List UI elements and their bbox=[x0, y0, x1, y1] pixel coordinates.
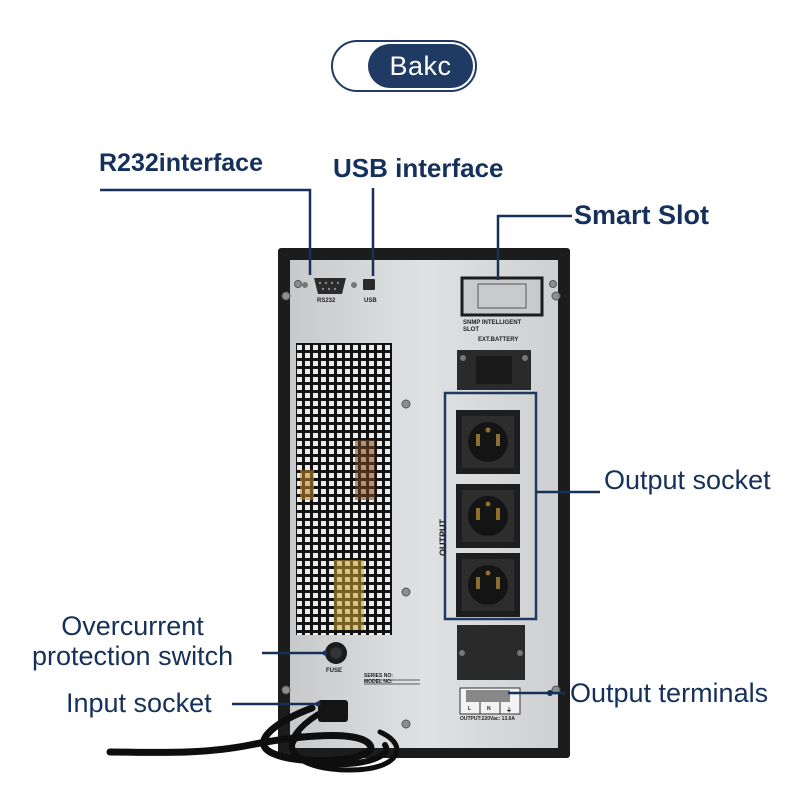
model-no-label: MODEL NO: bbox=[364, 679, 393, 685]
r232-interface-callout: R232interface bbox=[99, 149, 263, 177]
output-socket-2 bbox=[456, 484, 520, 548]
terminal-l-label: L bbox=[468, 706, 472, 712]
fuse-label: FUSE bbox=[326, 668, 343, 674]
output-socket-1 bbox=[456, 410, 520, 474]
terminal-cover bbox=[457, 625, 525, 680]
output-terminals-callout: Output terminals bbox=[570, 678, 769, 708]
terminal-n-label: N bbox=[487, 706, 491, 712]
output-socket-frame bbox=[443, 391, 538, 621]
callout-lines bbox=[100, 188, 600, 706]
output-socket-callout: Output socket bbox=[604, 465, 771, 495]
series-no-label: SERIES NO: bbox=[364, 673, 393, 679]
ext-battery-label: EXT.BATTERY bbox=[478, 337, 519, 343]
fuse-switch bbox=[325, 642, 347, 664]
terminal-ground-icon: ⏚ bbox=[506, 708, 513, 714]
output-socket-3 bbox=[456, 553, 520, 617]
rs232-port-label: RS232 bbox=[317, 298, 336, 304]
input-power-cable bbox=[106, 704, 400, 773]
overcurrent-protection-callout: Overcurrent protection switch bbox=[32, 611, 234, 671]
smart-slot-callout: Smart Slot bbox=[574, 200, 710, 230]
output-rating-label: OUTPUT:220Vac: 13.6A bbox=[460, 716, 516, 722]
input-socket-callout: Input socket bbox=[66, 688, 212, 718]
snmp-slot-label: SNMP INTELLIGENT SLOT bbox=[463, 320, 522, 333]
usb-port bbox=[363, 279, 375, 290]
input-socket bbox=[318, 700, 348, 722]
output-sockets bbox=[456, 410, 520, 617]
output-panel-label: OUTPUT bbox=[438, 519, 448, 556]
usb-interface-callout: USB interface bbox=[333, 153, 504, 183]
ext-battery-connector bbox=[457, 350, 531, 390]
usb-port-label: USB bbox=[364, 298, 377, 304]
brand-name: Bakc bbox=[368, 44, 473, 88]
rs232-port bbox=[302, 278, 357, 294]
